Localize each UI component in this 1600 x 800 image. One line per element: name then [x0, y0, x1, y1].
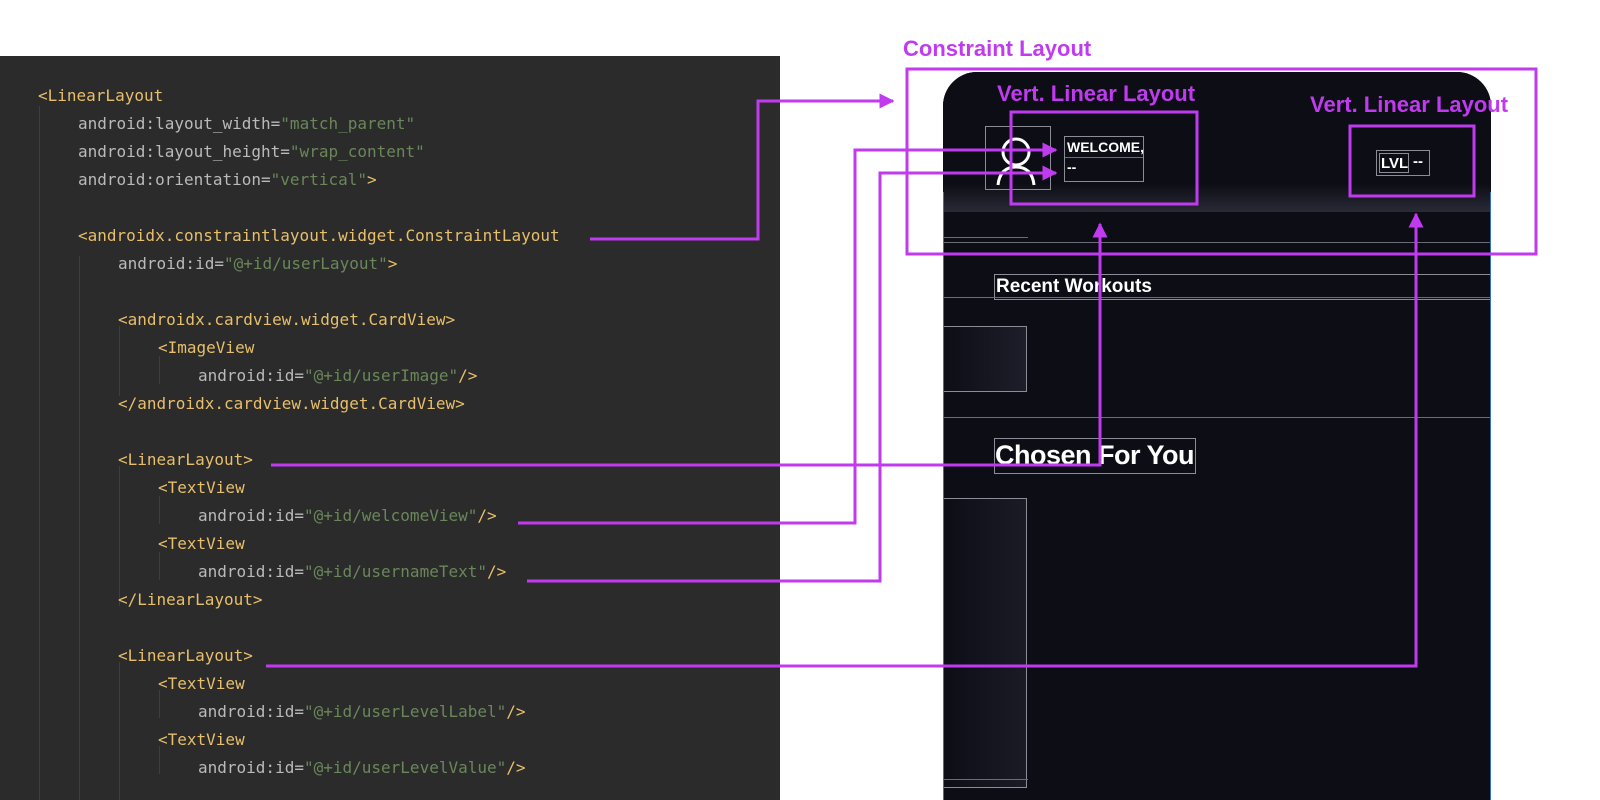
workout-card[interactable] — [943, 326, 1027, 392]
code-token: "@+id/welcomeView" — [303, 506, 478, 525]
code-line: <TextView — [158, 674, 245, 694]
vert-linear-layout-left-label: Vert. Linear Layout — [997, 81, 1196, 106]
level-value: -- — [1413, 153, 1423, 170]
divider — [1065, 157, 1143, 158]
code-token: "@+id/usernameText" — [303, 562, 487, 581]
code-token: <TextView — [158, 478, 245, 497]
code-token: <LinearLayout — [38, 86, 164, 105]
code-token: android:layout_height= — [78, 142, 290, 161]
code-token: <ImageView — [158, 338, 255, 357]
code-token: <LinearLayout> — [118, 646, 253, 665]
code-token: <LinearLayout> — [118, 450, 253, 469]
code-token: android:layout_width= — [78, 114, 281, 133]
indent-guide — [39, 106, 40, 800]
welcome-text-group: WELCOME, -- — [1064, 136, 1144, 182]
divider — [943, 464, 1028, 465]
code-token: <TextView — [158, 534, 245, 553]
code-token: "@+id/userLevelValue" — [303, 758, 507, 777]
code-line: <TextView — [158, 534, 245, 554]
code-line: android:orientation="vertical"> — [78, 170, 377, 190]
indent-guide — [119, 326, 120, 396]
code-line: android:id="@+id/userLevelValue"/> — [198, 758, 526, 778]
code-token: <androidx.cardview.widget.CardView> — [118, 310, 456, 329]
code-token: android:id= — [198, 758, 304, 777]
divider — [943, 242, 1491, 243]
code-token: "wrap_content" — [289, 142, 425, 161]
code-token: </androidx.cardview.widget.CardView> — [118, 394, 465, 413]
constraint-layout-label: Constraint Layout — [903, 36, 1092, 61]
code-line: android:id="@+id/userLevelLabel"/> — [198, 702, 526, 722]
selection-edge — [1490, 192, 1491, 800]
code-line: android:id="@+id/welcomeView"/> — [198, 506, 497, 526]
phone-preview: WELCOME, -- LVL -- Recent Workouts Chose… — [943, 72, 1491, 800]
code-line: android:id="@+id/userLayout"> — [118, 254, 397, 274]
indent-guide — [119, 466, 120, 606]
code-line: android:id="@+id/usernameText"/> — [198, 562, 506, 582]
code-token: <androidx.constraintlayout.widget.Constr… — [78, 226, 560, 245]
level-label-box: LVL — [1379, 153, 1409, 173]
code-line: <TextView — [158, 730, 245, 750]
code-token: android:id= — [198, 702, 304, 721]
code-token: "@+id/userLevelLabel" — [303, 702, 507, 721]
code-line: <androidx.cardview.widget.CardView> — [118, 310, 455, 330]
code-token: > — [387, 254, 398, 273]
code-token: "match_parent" — [280, 114, 416, 133]
indent-guide — [119, 662, 120, 800]
selection-edge — [943, 192, 944, 800]
code-line: <LinearLayout> — [118, 646, 253, 666]
code-line: <ImageView — [158, 338, 254, 358]
chosen-for-you-header: Chosen For You — [994, 438, 1196, 474]
indent-guide — [159, 356, 160, 384]
chosen-for-you-title: Chosen For You — [995, 440, 1195, 470]
divider — [943, 417, 1491, 418]
divider — [943, 297, 1491, 298]
code-line: <TextView — [158, 478, 245, 498]
vert-linear-layout-right-label: Vert. Linear Layout — [1310, 92, 1509, 117]
divider — [943, 779, 1028, 780]
code-token: <TextView — [158, 730, 245, 749]
indent-guide — [79, 256, 80, 800]
code-token: > — [366, 170, 377, 189]
code-token: "@+id/userLayout" — [223, 254, 388, 273]
user-image-card — [985, 126, 1051, 190]
code-token: "@+id/userImage" — [303, 366, 459, 385]
code-token: android:id= — [198, 562, 304, 581]
indent-guide — [159, 746, 160, 774]
code-token: /> — [487, 562, 507, 581]
divider — [943, 237, 1028, 238]
code-token: <TextView — [158, 674, 245, 693]
code-token: /> — [506, 702, 526, 721]
code-line: </LinearLayout> — [118, 590, 263, 610]
code-token: android:id= — [118, 254, 224, 273]
indent-guide — [159, 496, 160, 524]
code-line: android:id="@+id/userImage"/> — [198, 366, 477, 386]
code-line: android:layout_width="match_parent" — [78, 114, 415, 134]
recent-workouts-title: Recent Workouts — [996, 276, 1152, 297]
code-token: android:orientation= — [78, 170, 271, 189]
code-editor-panel: <LinearLayout android:layout_width="match… — [0, 56, 780, 800]
code-token: android:id= — [198, 366, 304, 385]
chosen-card[interactable] — [943, 498, 1027, 788]
level-label: LVL — [1381, 155, 1409, 172]
username-text: -- — [1067, 159, 1077, 175]
code-line: android:layout_height="wrap_content" — [78, 142, 425, 162]
level-group: LVL -- — [1376, 150, 1430, 176]
code-line: <androidx.constraintlayout.widget.Constr… — [78, 226, 560, 246]
code-line: </androidx.cardview.widget.CardView> — [118, 394, 465, 414]
code-token: "vertical" — [270, 170, 367, 189]
indent-guide — [159, 690, 160, 718]
code-token: </LinearLayout> — [118, 590, 263, 609]
user-avatar-icon — [996, 137, 1036, 186]
code-token: /> — [506, 758, 526, 777]
code-token: /> — [458, 366, 478, 385]
code-line: <LinearLayout — [38, 86, 163, 106]
welcome-text: WELCOME, — [1067, 139, 1144, 155]
code-token: android:id= — [198, 506, 304, 525]
indent-guide — [159, 552, 160, 580]
code-line: <LinearLayout> — [118, 450, 253, 470]
code-token: /> — [477, 506, 497, 525]
